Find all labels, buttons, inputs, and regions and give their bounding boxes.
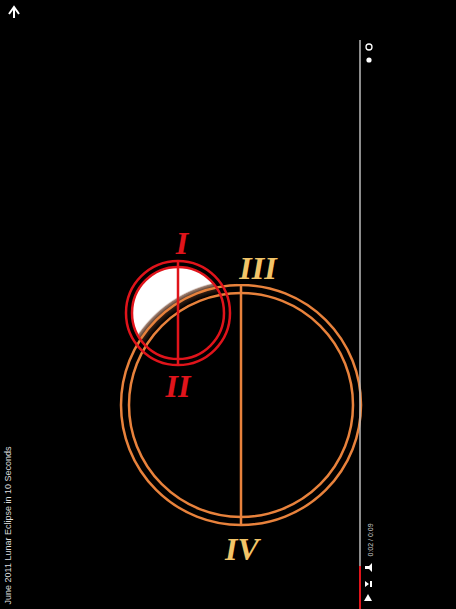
contact-label: IV bbox=[223, 533, 261, 565]
cast-icon bbox=[366, 44, 372, 50]
contact-label: I bbox=[174, 227, 190, 259]
umbra-outline bbox=[121, 285, 361, 525]
moon bbox=[115, 267, 367, 531]
next-icon bbox=[365, 581, 372, 587]
contact-label: III bbox=[237, 252, 278, 284]
back-icon bbox=[9, 7, 19, 18]
moon-outline bbox=[126, 261, 230, 365]
time-readout: 0:02 / 0:09 bbox=[367, 523, 374, 556]
progress-track bbox=[359, 40, 361, 566]
video-title: June 2011 Lunar Eclipse in 10 Seconds bbox=[5, 446, 14, 604]
play-icon bbox=[364, 594, 372, 601]
volume-icon bbox=[365, 563, 372, 572]
contact-label: II bbox=[164, 370, 193, 402]
progress-bar bbox=[359, 566, 361, 609]
settings-icon bbox=[366, 57, 371, 62]
